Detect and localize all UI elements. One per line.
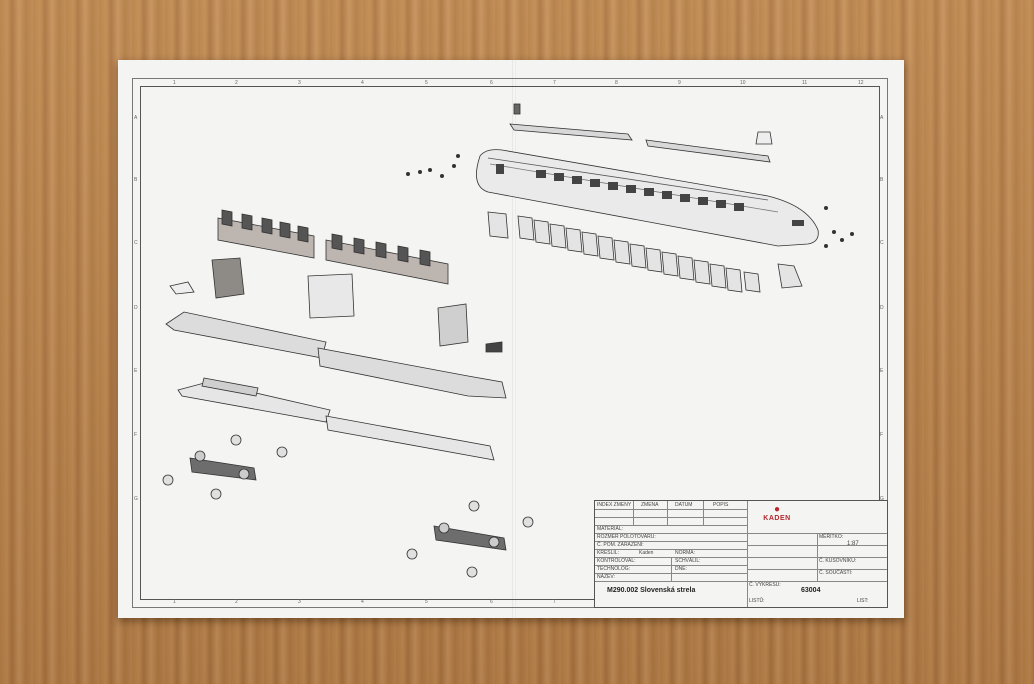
bogie-part xyxy=(433,522,507,551)
column-number: 12 xyxy=(858,80,864,86)
seat-row-part xyxy=(325,233,449,285)
drawn-label: KRESLIL: xyxy=(597,550,619,556)
small-part xyxy=(169,281,195,295)
column-number: 1 xyxy=(173,80,176,86)
small-detail-parts xyxy=(406,154,854,248)
drawn-value: Kaden xyxy=(639,550,654,556)
floor-plate-part xyxy=(317,347,507,399)
drawing-sheet: 1 2 3 4 5 6 7 8 9 10 11 12 1 2 3 4 5 6 7… xyxy=(118,60,904,618)
sheet-fold xyxy=(512,60,516,618)
classification-label: Č. POM. ZARAZENÍ: xyxy=(597,542,644,548)
column-number: 7 xyxy=(553,80,556,86)
side-panel-parts xyxy=(487,211,803,293)
column-number: 1 xyxy=(173,599,176,605)
kaden-logo: ● KADEN xyxy=(757,504,797,523)
row-letter: E xyxy=(134,368,138,374)
row-letter: F xyxy=(134,432,138,438)
title-block: INDEX ZMENY ZMENA DATUM POPIS ● KADEN MA… xyxy=(594,500,888,608)
partition-part xyxy=(437,303,469,347)
blank-size-label: ROZMER POLOTOVARU: xyxy=(597,534,656,540)
exploded-view-illustration xyxy=(162,103,854,578)
row-letter: C xyxy=(880,240,884,246)
small-part xyxy=(755,131,773,145)
column-number: 5 xyxy=(425,80,428,86)
partition-part xyxy=(211,257,245,299)
row-letter: F xyxy=(880,432,884,438)
row-letter: B xyxy=(134,177,138,183)
revision-header: INDEX ZMENY xyxy=(597,502,632,508)
sheet-outer-frame xyxy=(132,78,888,608)
column-number: 11 xyxy=(802,80,808,86)
row-letter: C xyxy=(134,240,138,246)
railcar-body-part xyxy=(476,149,819,247)
column-number: 6 xyxy=(490,599,493,605)
column-number: 3 xyxy=(298,599,301,605)
brand-name: KADEN xyxy=(763,515,791,522)
column-number: 2 xyxy=(235,599,238,605)
column-number: 2 xyxy=(235,80,238,86)
wheel-parts xyxy=(162,434,534,578)
row-letter: D xyxy=(880,305,884,311)
row-letter: A xyxy=(134,115,138,121)
scale-value: 1:87 xyxy=(847,541,859,547)
name-label: NÁZEV: xyxy=(597,574,615,580)
revision-header: POPIS xyxy=(713,502,729,508)
drawing-no-value: 63004 xyxy=(801,587,821,594)
sheet-inner-frame xyxy=(140,86,880,600)
date-label: DNE: xyxy=(675,566,687,572)
column-number: 6 xyxy=(490,80,493,86)
scale-label: MĚŘÍTKO: xyxy=(819,534,844,540)
revision-header: DATUM xyxy=(675,502,693,508)
roof-strip-part xyxy=(645,139,771,163)
part-no-label: Č. SOUČÁSTI: xyxy=(819,570,853,576)
row-letter: D xyxy=(134,305,138,311)
checked-label: KONTROLOVAL: xyxy=(597,558,636,564)
bogie-part xyxy=(189,450,257,481)
column-number: 9 xyxy=(678,80,681,86)
drawing-no-label: Č. VÝKRESU: xyxy=(749,582,781,588)
technologist-label: TECHNOLOG: xyxy=(597,566,631,572)
row-letter: E xyxy=(880,368,884,374)
row-letter: A xyxy=(880,115,884,121)
sheets-label: LISTŮ: xyxy=(749,598,765,604)
quantity-label: Č. KUSOVNÍKU: xyxy=(819,558,857,564)
column-number: 7 xyxy=(553,599,556,605)
chassis-frame-part xyxy=(201,377,259,397)
column-number: 8 xyxy=(615,80,618,86)
norm-label: NORMA: xyxy=(675,550,695,556)
chassis-frame-part xyxy=(325,415,495,461)
column-number: 5 xyxy=(425,599,428,605)
row-letter: G xyxy=(134,496,138,502)
row-letter: G xyxy=(880,496,884,502)
column-number: 10 xyxy=(740,80,746,86)
toilet-module-part xyxy=(307,273,355,319)
small-part xyxy=(513,103,521,115)
kaden-mark-icon: ● xyxy=(773,504,781,515)
revision-header: ZMENA xyxy=(641,502,659,508)
approved-label: SCHVÁLIL: xyxy=(675,558,701,564)
row-letter: B xyxy=(880,177,884,183)
small-part xyxy=(485,341,503,353)
column-number: 4 xyxy=(361,80,364,86)
drawing-name: M290.002 Slovenská strela xyxy=(607,587,696,594)
material-label: MATERIÁL: xyxy=(597,526,624,532)
floor-plate-part xyxy=(165,311,327,359)
column-number: 4 xyxy=(361,599,364,605)
sheet-label: LIST: xyxy=(857,598,869,604)
column-number: 3 xyxy=(298,80,301,86)
seat-row-part xyxy=(217,209,315,259)
roof-strip-part xyxy=(509,123,633,141)
